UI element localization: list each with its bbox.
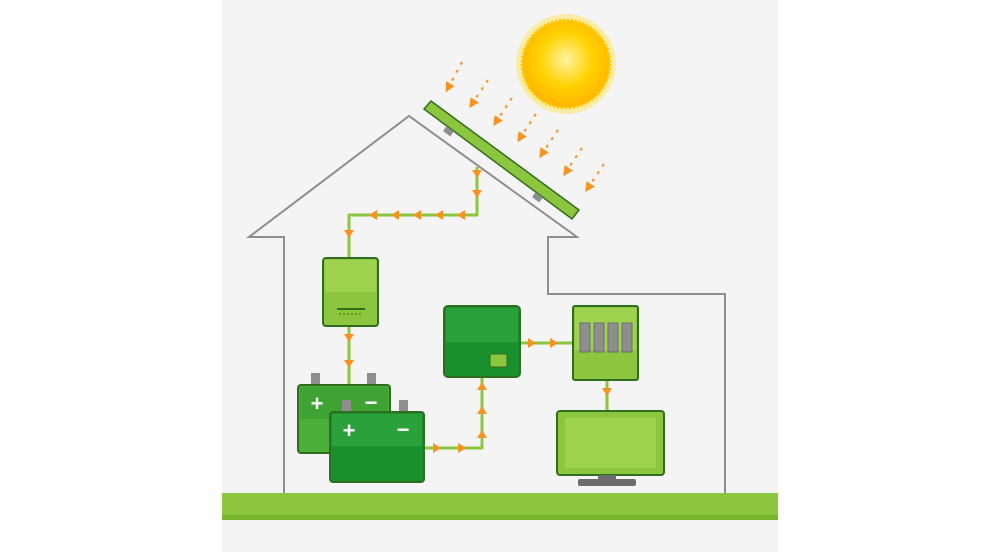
ground-edge [222, 515, 778, 520]
battery-back-negative: − [365, 390, 378, 415]
sun-icon [516, 14, 616, 114]
charge-controller-icon [322, 257, 379, 327]
battery-front-negative: − [397, 417, 410, 442]
breaker-box-icon [572, 305, 639, 381]
wire-battery-to-inverter [425, 378, 484, 450]
battery-front-positive: + [343, 418, 356, 443]
battery-icon: + − [329, 400, 425, 483]
flow-arrows [344, 170, 612, 453]
battery-back-positive: + [311, 391, 324, 416]
solar-panel-icon [422, 99, 581, 221]
television-icon [556, 410, 665, 486]
inverter-icon [443, 305, 521, 378]
